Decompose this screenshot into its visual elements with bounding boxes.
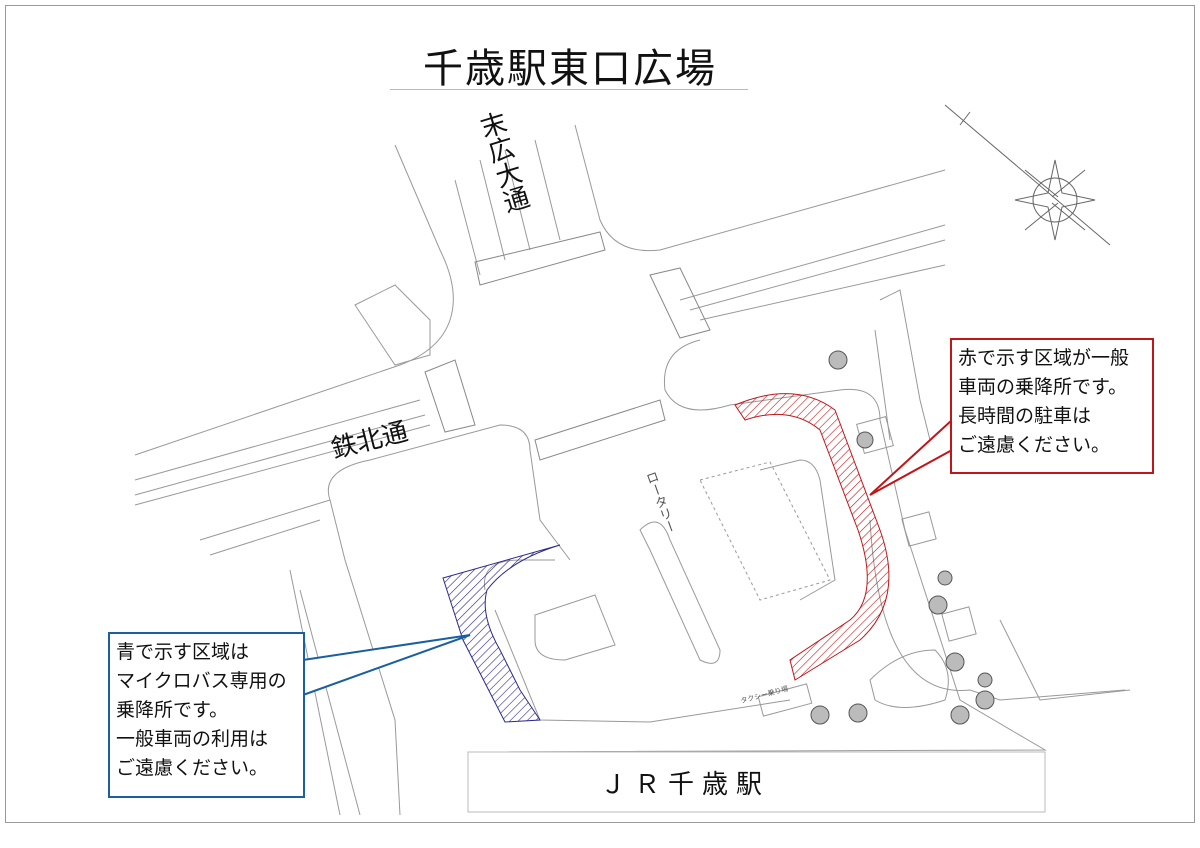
- callout-line: 長時間の駐車は: [958, 405, 1092, 427]
- tree-icon: [810, 350, 995, 725]
- map-frame: [5, 5, 1195, 823]
- callout-line: 青で示す区域は: [116, 641, 250, 663]
- microbus-zone: [442, 544, 561, 723]
- callout-line: 赤で示す区域が一般: [958, 347, 1130, 369]
- callout-line: ご遠慮ください。: [958, 434, 1111, 456]
- callout-line: 乗降所です。: [116, 699, 229, 721]
- road-edge: [574, 124, 946, 252]
- title-underline: [390, 89, 748, 90]
- red-zone-callout: 赤で示す区域が一般 車両の乗降所です。 長時間の駐車は ご遠慮ください。: [950, 338, 1154, 474]
- road-edge: [134, 144, 454, 456]
- page-title: 千歳駅東口広場: [423, 46, 717, 92]
- blue-zone-callout: 青で示す区域は マイクロバス専用の 乗降所です。 一般車両の利用は ご遠慮くださ…: [108, 632, 305, 798]
- station-label: ＪＲ千歳駅: [600, 770, 771, 800]
- callout-line: 一般車両の利用は: [116, 728, 269, 750]
- compass-icon: [944, 104, 1111, 246]
- callout-line: 車両の乗降所です。: [958, 376, 1128, 398]
- callout-line: マイクロバス専用の: [116, 670, 287, 692]
- general-vehicle-zone: [734, 393, 890, 681]
- callout-line: ご遠慮ください。: [116, 757, 269, 779]
